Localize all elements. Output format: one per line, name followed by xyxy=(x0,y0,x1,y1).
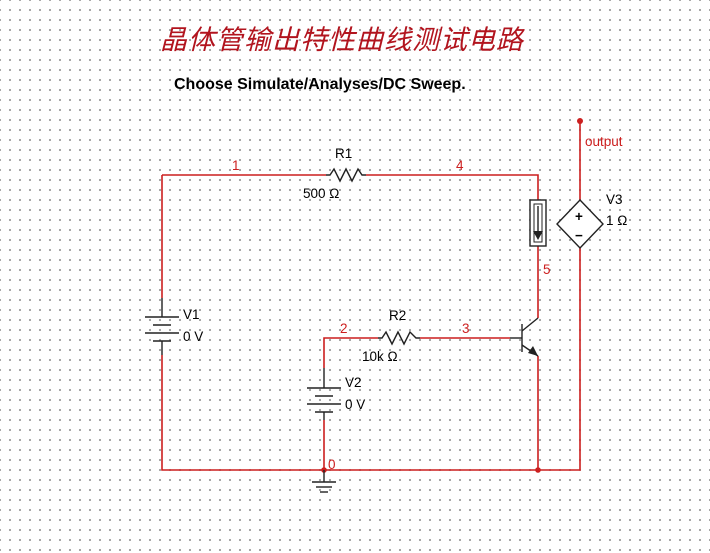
node-label-4: 4 xyxy=(456,158,464,173)
v3-value: 1 Ω xyxy=(606,213,627,228)
v1-name: V1 xyxy=(183,307,200,322)
battery-v2[interactable] xyxy=(307,368,341,420)
v3-minus-sign: − xyxy=(575,228,583,243)
battery-v1[interactable] xyxy=(145,298,179,355)
node-label-3: 3 xyxy=(462,321,470,336)
wire-node-0 xyxy=(161,355,539,471)
controlled-source-v3[interactable] xyxy=(556,198,604,250)
junction-dot xyxy=(535,467,541,473)
instruction-text: Choose Simulate/Analyses/DC Sweep. xyxy=(174,76,466,93)
r1-name: R1 xyxy=(335,146,352,161)
current-sensor[interactable] xyxy=(529,199,547,247)
v3-name: V3 xyxy=(606,192,623,207)
circuit-title: 晶体管输出特性曲线测试电路 xyxy=(160,25,524,56)
output-probe-dot[interactable] xyxy=(577,118,583,124)
ground-icon[interactable] xyxy=(312,470,336,493)
wire-net xyxy=(161,122,581,471)
r2-value: 10k Ω xyxy=(362,349,398,364)
wire-node-2 xyxy=(323,337,378,368)
node-label-2: 2 xyxy=(340,321,348,336)
node-label-output[interactable]: output xyxy=(585,134,623,149)
r2-name: R2 xyxy=(389,308,406,323)
node-label-0: 0 xyxy=(328,457,336,472)
v3-plus-sign: + xyxy=(575,209,583,224)
r1-value: 500 Ω xyxy=(303,186,339,201)
node-label-1: 1 xyxy=(232,158,240,173)
wire-v3-bottom xyxy=(538,248,581,471)
resistor-r2[interactable] xyxy=(378,330,420,346)
wire-node-4 xyxy=(366,174,539,200)
npn-transistor[interactable] xyxy=(510,317,539,357)
resistor-r1[interactable] xyxy=(326,167,366,183)
v2-value: 0 V xyxy=(345,397,365,412)
v1-value: 0 V xyxy=(183,329,203,344)
node-label-5: 5 xyxy=(543,262,551,277)
v2-name: V2 xyxy=(345,375,362,390)
